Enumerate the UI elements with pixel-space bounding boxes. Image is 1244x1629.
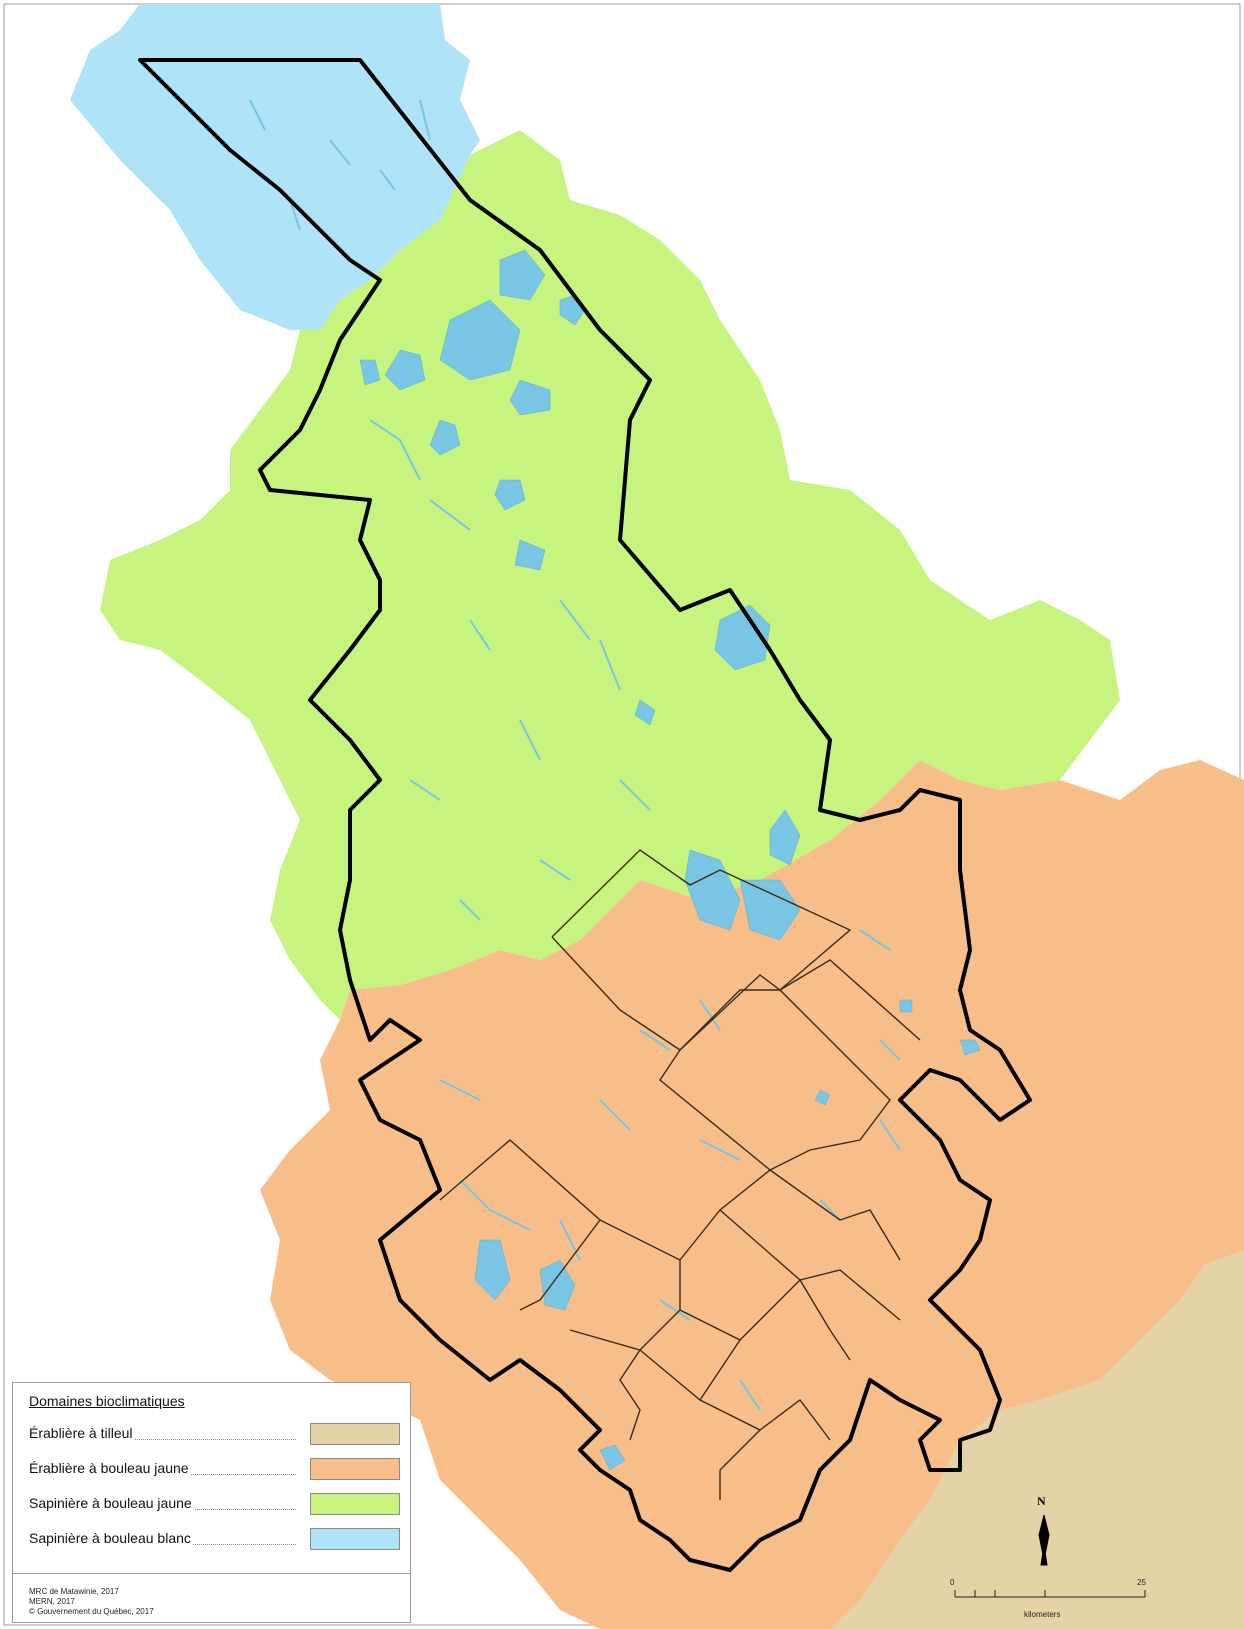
legend-title: Domaines bioclimatiques bbox=[29, 1393, 185, 1409]
zone-sapiniere-bouleau-jaune bbox=[100, 130, 1120, 1020]
legend-item-sapiniere-bouleau-blanc: Sapinière à bouleau blanc bbox=[29, 1528, 404, 1552]
legend-item-erabliere-bouleau-jaune: Érablière à bouleau jaune bbox=[29, 1458, 404, 1482]
legend-item-erabliere-tilleul: Érablière à tilleul bbox=[29, 1423, 404, 1447]
credit-line: MERN, 2017 bbox=[29, 1597, 75, 1606]
municipal-boundaries bbox=[439, 849, 921, 1500]
legend-label: Sapinière à bouleau jaune bbox=[29, 1495, 194, 1511]
credit-line: MRC de Matawinie, 2017 bbox=[29, 1587, 119, 1596]
mrc-boundary bbox=[138, 58, 1032, 1572]
credit-line: © Gouvernement du Québec, 2017 bbox=[29, 1607, 154, 1616]
scale-unit-label: kilometers bbox=[1024, 1610, 1061, 1619]
legend-swatch bbox=[310, 1528, 400, 1550]
scale-end-label: 25 bbox=[1137, 1578, 1146, 1587]
credits: MRC de Matawinie, 2017 MERN, 2017 © Gouv… bbox=[29, 1587, 154, 1617]
legend-swatch bbox=[310, 1423, 400, 1445]
legend-item-sapiniere-bouleau-jaune: Sapinière à bouleau jaune bbox=[29, 1493, 404, 1517]
legend-swatch bbox=[310, 1458, 400, 1480]
legend-label: Érablière à tilleul bbox=[29, 1425, 135, 1441]
legend-swatch bbox=[310, 1493, 400, 1515]
legend: Domaines bioclimatiques Érablière à till… bbox=[12, 1382, 411, 1623]
streams bbox=[249, 99, 901, 1411]
legend-label: Sapinière à bouleau blanc bbox=[29, 1530, 193, 1546]
scale-bar bbox=[954, 1590, 1146, 1598]
leader-dots bbox=[29, 1439, 296, 1440]
zone-erabliere-tilleul bbox=[830, 1250, 1244, 1629]
lakes bbox=[359, 249, 981, 1471]
scale-start-label: 0 bbox=[950, 1578, 955, 1587]
legend-divider bbox=[13, 1573, 410, 1574]
north-arrow-icon bbox=[1038, 1514, 1050, 1566]
legend-label: Érablière à bouleau jaune bbox=[29, 1460, 191, 1476]
zone-erabliere-bouleau-jaune bbox=[260, 760, 1244, 1629]
north-label: N bbox=[1037, 1494, 1046, 1508]
